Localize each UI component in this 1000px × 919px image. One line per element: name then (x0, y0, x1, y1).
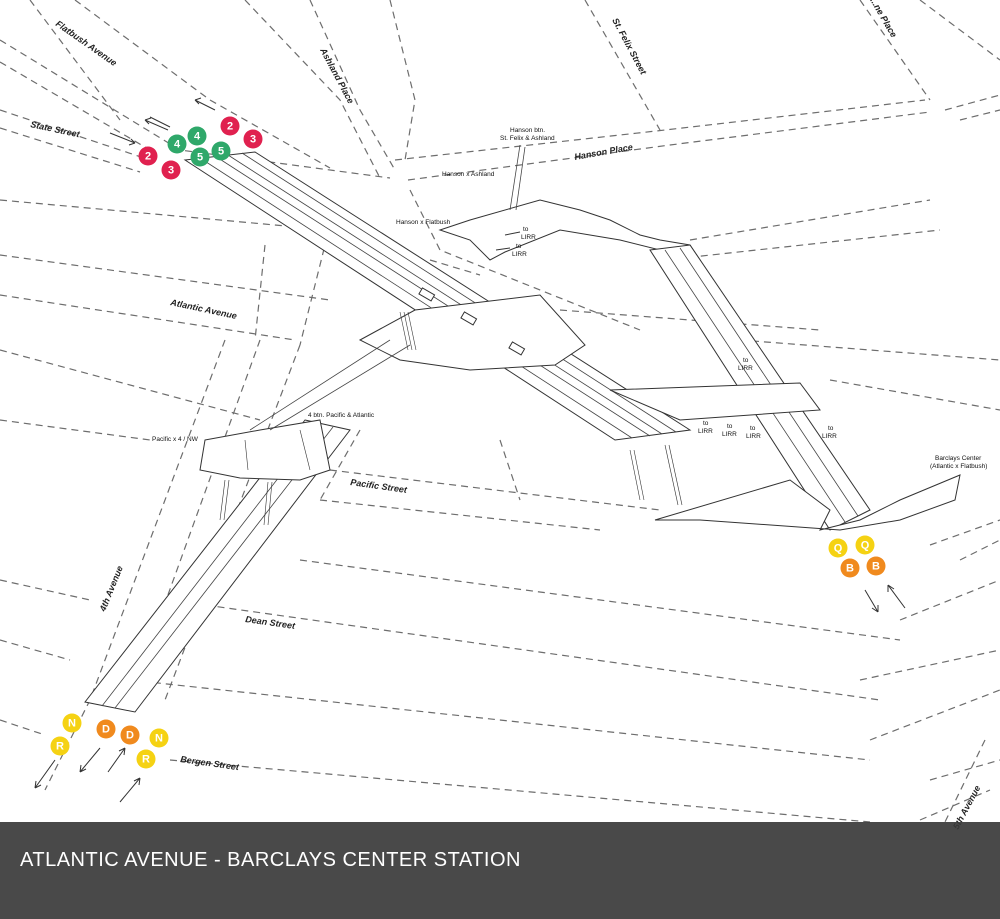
route-bullet-label: 4 (194, 131, 201, 143)
route-bullet-d: D (120, 725, 140, 745)
route-bullet-label: R (142, 754, 150, 766)
lirr-to-4: to (703, 420, 709, 427)
entrance-label-hanson-flatbush: Hanson x Flatbush (396, 219, 451, 226)
entrance-label-barclays-1: Barclays Center (935, 455, 982, 462)
route-bullet-r: R (50, 736, 70, 756)
entrance-labels: Hanson btn. St. Felix & Ashland Hanson x… (152, 127, 987, 470)
lirr-to-7: to (828, 425, 834, 432)
route-bullet-circle (167, 134, 187, 154)
street-label-fourth: 4th Avenue (97, 564, 125, 613)
route-bullet-q: Q (828, 538, 848, 558)
route-bullet-circle (828, 538, 848, 558)
lirr-to-6: to (750, 425, 756, 432)
route-bullet-label: 4 (174, 139, 181, 151)
street-label-state: State Street (30, 119, 82, 139)
route-bullet-label: 5 (218, 146, 224, 158)
entrance-label-pacific-4nw: Pacific x 4 / NW (152, 436, 199, 443)
route-bullet-n: N (62, 713, 82, 733)
entrance-label-btn-pacific-atlantic: 4 btn. Pacific & Atlantic (308, 412, 375, 419)
lirr-label-1: LIRR (521, 234, 536, 241)
entrance-label-hanson-ashland: Hanson x Ashland (442, 171, 495, 178)
route-bullet-3: 3 (243, 129, 263, 149)
street-label-atlantic: Atlantic Avenue (169, 297, 238, 321)
route-bullet-label: D (102, 724, 110, 736)
route-bullet-label: Q (861, 540, 870, 552)
route-bullet-label: 2 (145, 151, 151, 163)
route-bullet-label: Q (834, 543, 843, 555)
route-bullet-circle (149, 728, 169, 748)
route-bullet-circle (840, 558, 860, 578)
route-bullet-5: 5 (190, 147, 210, 167)
street-grid (0, 0, 1000, 823)
route-bullet-b: B (866, 556, 886, 576)
lirr-to-2: to (516, 243, 522, 250)
lirr-label-3: LIRR (738, 365, 753, 372)
route-bullet-5: 5 (211, 141, 231, 161)
entrance-label-hanson-felix-2: St. Felix & Ashland (500, 135, 555, 142)
lirr-label-2: LIRR (512, 251, 527, 258)
lirr-label-4: LIRR (698, 428, 713, 435)
route-bullet-n: N (149, 728, 169, 748)
route-bullet-r: R (136, 749, 156, 769)
route-bullet-b: B (840, 558, 860, 578)
route-bullet-label: 5 (197, 152, 203, 164)
route-bullet-circle (62, 713, 82, 733)
street-label-pacific: Pacific Street (350, 477, 409, 495)
route-bullet-circle (190, 147, 210, 167)
route-bullet-circle (243, 129, 263, 149)
street-label-hanson: Hanson Place (574, 142, 634, 162)
lirr-to-5: to (727, 423, 733, 430)
route-bullet-circle (187, 126, 207, 146)
lirr-labels: to LIRR to LIRR to LIRR to LIRR to LIRR … (512, 226, 837, 440)
route-bullet-label: N (68, 718, 76, 730)
route-bullet-label: R (56, 741, 64, 753)
route-bullet-label: B (872, 561, 880, 573)
street-labels: Flatbush Avenue Ashland Place St. Felix … (30, 0, 983, 831)
street-label-st-felix: St. Felix Street (610, 16, 649, 77)
lirr-label-5: LIRR (722, 431, 737, 438)
route-bullet-2: 2 (220, 116, 240, 136)
entrance-label-barclays-2: (Atlantic x Flatbush) (930, 463, 987, 470)
route-bullet-circle (220, 116, 240, 136)
route-bullet-d: D (96, 719, 116, 739)
route-bullet-q: Q (855, 535, 875, 555)
route-bullet-circle (161, 160, 181, 180)
lirr-to-3: to (743, 357, 749, 364)
route-bullet-3: 3 (161, 160, 181, 180)
route-bullet-label: D (126, 730, 134, 742)
route-bullet-circle (138, 146, 158, 166)
station-structure (84, 144, 961, 713)
route-bullet-4: 4 (167, 134, 187, 154)
direction-arrows (34, 97, 906, 803)
route-bullet-label: 3 (168, 165, 174, 177)
street-label-bergen: Bergen Street (180, 754, 241, 772)
route-bullet-circle (866, 556, 886, 576)
lirr-label-6: LIRR (746, 433, 761, 440)
route-bullet-circle (211, 141, 231, 161)
route-bullet-circle (855, 535, 875, 555)
route-bullet-label: 2 (227, 121, 233, 133)
route-bullet-circle (50, 736, 70, 756)
caption-bar (0, 822, 1000, 919)
station-title: ATLANTIC AVENUE - BARCLAYS CENTER STATIO… (20, 849, 521, 871)
entrance-label-hanson-felix-1: Hanson btn. (510, 127, 545, 134)
route-bullet-4: 4 (187, 126, 207, 146)
route-bullet-label: 3 (250, 134, 256, 146)
route-bullet-label: N (155, 733, 163, 745)
route-bullet-2: 2 (138, 146, 158, 166)
lirr-label-7: LIRR (822, 433, 837, 440)
route-bullet-label: B (846, 563, 854, 575)
route-bullet-circle (120, 725, 140, 745)
route-bullet-circle (136, 749, 156, 769)
lirr-to-1: to (523, 226, 529, 233)
route-bullet-circle (96, 719, 116, 739)
